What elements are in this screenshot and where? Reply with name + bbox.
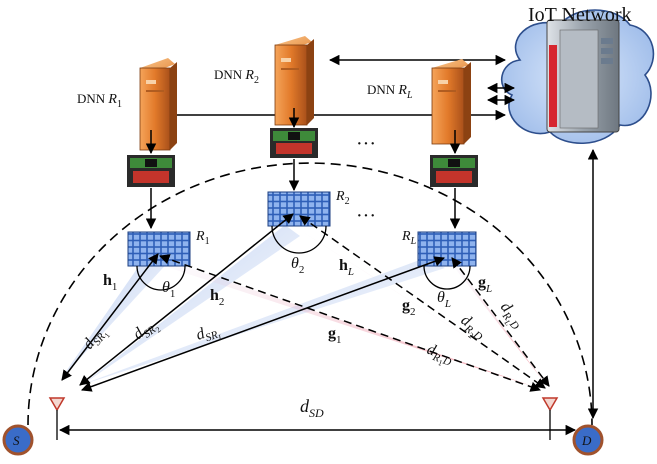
server-label-rl: DNN RL bbox=[367, 82, 413, 101]
ris-panel-rl bbox=[417, 231, 477, 267]
channel-g1: g1 bbox=[328, 325, 342, 346]
dnn-server-r2 bbox=[274, 36, 314, 126]
controller-board-r2 bbox=[270, 128, 318, 158]
relay-label-rl: RL bbox=[401, 229, 417, 247]
iot-cloud bbox=[500, 9, 655, 144]
dnn-server-rl bbox=[431, 59, 471, 145]
server-icon bbox=[274, 36, 314, 126]
dnn-server-r1 bbox=[139, 58, 177, 151]
angle-label-2: θ2 bbox=[291, 255, 304, 276]
channel-h2: h2 bbox=[210, 287, 224, 308]
destination-label: D bbox=[581, 433, 592, 448]
source-antenna-icon bbox=[48, 397, 66, 440]
channel-g2: g2 bbox=[402, 297, 416, 318]
ris-panels bbox=[127, 191, 477, 267]
iot-server-rack-icon bbox=[546, 19, 620, 133]
destination-antenna-icon bbox=[541, 397, 559, 440]
destination-beams bbox=[155, 230, 545, 387]
distance-d-rld: dRLD bbox=[493, 299, 527, 334]
angle-label-l: θL bbox=[437, 289, 451, 310]
relay-label-r2: R2 bbox=[335, 189, 350, 207]
controller-board-rl bbox=[430, 155, 478, 187]
controller-boards bbox=[127, 128, 478, 187]
server-label-r1: DNN R1 bbox=[77, 91, 122, 110]
link-rl-d bbox=[451, 257, 550, 387]
destination-node: D bbox=[572, 424, 604, 456]
server-label-r2: DNN R2 bbox=[214, 67, 259, 86]
distance-d-sr2: dSR2 bbox=[130, 315, 163, 347]
distance-d-r1d: dR1D bbox=[423, 341, 456, 371]
distance-d-sd: dSD bbox=[300, 396, 324, 420]
controller-board-r1 bbox=[127, 155, 175, 187]
source-label: S bbox=[13, 433, 20, 448]
network-title: IoT Network bbox=[528, 4, 632, 26]
ris-panel-r1 bbox=[127, 231, 191, 267]
channel-h1: h1 bbox=[103, 272, 117, 293]
ellipsis-servers: ··· bbox=[356, 133, 376, 155]
coverage-arc bbox=[27, 162, 593, 426]
ris-panel-r2 bbox=[267, 191, 331, 227]
server-icon bbox=[139, 58, 177, 151]
server-icon bbox=[431, 59, 471, 145]
relay-label-r1: R1 bbox=[195, 229, 210, 247]
destination-links bbox=[159, 215, 550, 392]
source-beams bbox=[60, 225, 445, 386]
channel-hl: hL bbox=[339, 257, 354, 278]
angle-label-1: θ1 bbox=[162, 279, 175, 300]
channel-gl: gL bbox=[478, 274, 492, 295]
ellipsis-relays: ··· bbox=[356, 205, 376, 227]
source-node: S bbox=[2, 424, 34, 456]
